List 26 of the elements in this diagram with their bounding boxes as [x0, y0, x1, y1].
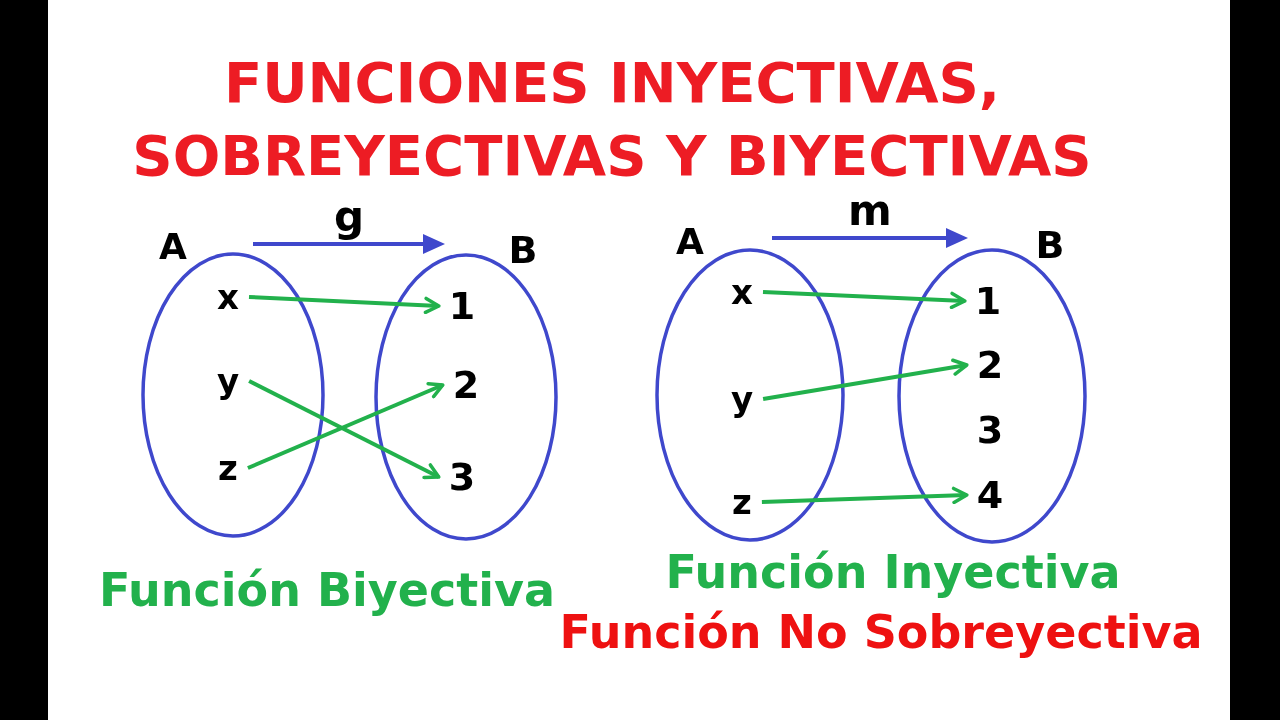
title: FUNCIONES INYECTIVAS, SOBREYECTIVAS Y BIYECTIVAS [131, 49, 1093, 190]
arrow [761, 486, 969, 505]
set-element-label: 3 [438, 458, 486, 496]
set-element-label: 1 [438, 287, 486, 325]
set-label: A [676, 224, 704, 260]
set-element-label: 3 [966, 411, 1014, 449]
arrow [762, 358, 969, 401]
arrow [248, 295, 441, 315]
set-element-label: 2 [966, 346, 1014, 384]
set-label: A [159, 229, 187, 265]
edge-label: g [333, 196, 365, 238]
set-element-label: z [208, 451, 248, 485]
arrow [762, 290, 967, 310]
set-label: B [1035, 226, 1065, 264]
set-element-label: y [720, 382, 764, 416]
arrow [772, 228, 968, 248]
set-label: B [508, 231, 538, 269]
arrow [253, 234, 445, 254]
set-element-label: x [721, 275, 763, 309]
set-element-label: 4 [966, 476, 1014, 514]
set-element-label: y [206, 364, 250, 398]
edge-label: m [848, 190, 892, 232]
set-element-label: z [722, 485, 762, 519]
set-element-label: x [207, 280, 249, 314]
set-element-label: 1 [964, 282, 1012, 320]
set-element-label: 2 [442, 366, 490, 404]
